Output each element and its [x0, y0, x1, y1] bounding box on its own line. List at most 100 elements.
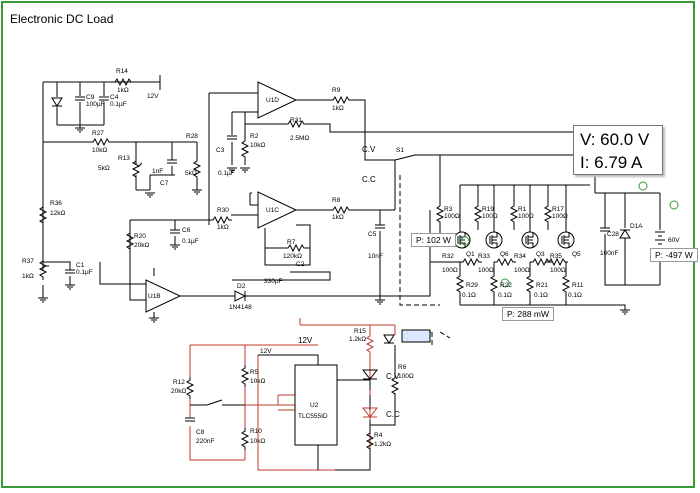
svg-text:R4: R4: [374, 432, 383, 439]
svg-text:R13: R13: [118, 155, 130, 162]
svg-text:C28: C28: [607, 231, 619, 238]
svg-text:R34: R34: [514, 253, 526, 260]
svg-text:C9: C9: [86, 94, 95, 101]
svg-text:R9: R9: [332, 87, 341, 94]
svg-text:1.2kΩ: 1.2kΩ: [349, 336, 366, 343]
svg-text:0.1Ω: 0.1Ω: [534, 292, 548, 299]
svg-text:C8: C8: [196, 429, 205, 436]
svg-text:0.1µF: 0.1µF: [76, 269, 93, 276]
svg-text:C4: C4: [110, 94, 119, 101]
svg-text:0.1Ω: 0.1Ω: [568, 292, 582, 299]
svg-text:R37: R37: [22, 258, 34, 265]
svg-text:C.V: C.V: [386, 372, 400, 381]
svg-text:Q3: Q3: [536, 251, 545, 258]
svg-text:10kΩ: 10kΩ: [92, 147, 107, 154]
svg-text:R6: R6: [398, 364, 407, 371]
svg-text:10kΩ: 10kΩ: [250, 142, 265, 149]
svg-text:330pF: 330pF: [264, 278, 282, 285]
svg-text:D2: D2: [237, 283, 246, 290]
svg-text:U2: U2: [310, 402, 319, 409]
svg-text:R15: R15: [354, 328, 366, 335]
svg-text:10kΩ: 10kΩ: [250, 378, 265, 385]
svg-text:R31: R31: [290, 117, 302, 124]
svg-text:5kΩ: 5kΩ: [98, 165, 110, 172]
svg-text:R22: R22: [500, 282, 512, 289]
power-probe-source[interactable]: P: -497 W: [650, 248, 698, 262]
svg-text:1kΩ: 1kΩ: [332, 105, 344, 112]
svg-text:0.1µF: 0.1µF: [110, 101, 127, 108]
svg-text:R27: R27: [92, 130, 104, 137]
svg-text:R1: R1: [518, 206, 527, 213]
svg-text:R32: R32: [442, 253, 454, 260]
svg-text:10kΩ: 10kΩ: [250, 438, 265, 445]
svg-text:12V: 12V: [147, 93, 159, 100]
reference-section: [37, 75, 203, 303]
svg-text:C.C: C.C: [386, 410, 400, 419]
svg-text:U1B: U1B: [148, 293, 161, 300]
svg-text:0.1µF: 0.1µF: [218, 170, 235, 177]
component-labels: R14 1kΩ 12V C9 100µF C4 0.1µF R27 10kΩ R…: [22, 68, 680, 448]
svg-text:R20: R20: [134, 233, 146, 240]
svg-text:R21: R21: [536, 282, 548, 289]
svg-text:20kΩ: 20kΩ: [134, 242, 149, 249]
svg-text:100Ω: 100Ω: [550, 267, 566, 274]
svg-text:Q5: Q5: [572, 251, 581, 258]
svg-text:1kΩ: 1kΩ: [22, 273, 34, 280]
svg-text:R3: R3: [444, 206, 453, 213]
diagram-title: Electronic DC Load: [10, 12, 114, 26]
svg-text:Q1: Q1: [466, 251, 475, 258]
svg-text:2.5MΩ: 2.5MΩ: [290, 135, 309, 142]
svg-text:R17: R17: [552, 206, 564, 213]
svg-text:R28: R28: [186, 133, 198, 140]
svg-text:R29: R29: [466, 282, 478, 289]
svg-text:U1D: U1D: [266, 97, 279, 104]
svg-text:C.V: C.V: [362, 145, 376, 154]
svg-text:1kΩ: 1kΩ: [217, 224, 229, 231]
svg-text:100nF: 100nF: [600, 250, 618, 257]
svg-text:C1: C1: [76, 262, 85, 269]
svg-text:100Ω: 100Ω: [442, 267, 458, 274]
svg-text:120kΩ: 120kΩ: [283, 253, 302, 260]
svg-text:R10: R10: [250, 428, 262, 435]
svg-text:60V: 60V: [668, 237, 680, 244]
svg-text:100Ω: 100Ω: [398, 373, 414, 380]
svg-text:100Ω: 100Ω: [482, 213, 498, 220]
svg-text:R19: R19: [482, 206, 494, 213]
diagram-border: [1, 1, 695, 488]
svg-text:R35: R35: [550, 253, 562, 260]
svg-text:100Ω: 100Ω: [518, 213, 534, 220]
svg-text:U1C: U1C: [266, 207, 279, 214]
svg-text:C7: C7: [160, 180, 169, 187]
power-probe-mosfet[interactable]: P: 102 W: [411, 233, 456, 247]
svg-text:C.C: C.C: [362, 175, 376, 184]
svg-text:1kΩ: 1kΩ: [117, 87, 129, 94]
svg-text:R8: R8: [332, 197, 341, 204]
svg-text:1nF: 1nF: [152, 168, 163, 175]
svg-text:100µF: 100µF: [86, 101, 105, 108]
svg-text:R2: R2: [250, 133, 259, 140]
svg-text:R30: R30: [217, 207, 229, 214]
svg-text:D1A: D1A: [630, 223, 643, 230]
svg-text:0.1Ω: 0.1Ω: [462, 292, 476, 299]
svg-text:Q6: Q6: [500, 251, 509, 258]
power-probe-shunt[interactable]: P: 288 mW: [502, 307, 555, 321]
svg-text:C6: C6: [182, 227, 191, 234]
svg-text:TLC555ID: TLC555ID: [298, 413, 328, 420]
svg-text:20kΩ: 20kΩ: [171, 388, 186, 395]
opamp-section: [99, 81, 596, 323]
voltage-readout: V: 60.0 V: [580, 130, 650, 149]
svg-text:5kΩ: 5kΩ: [185, 170, 197, 177]
svg-text:1.2kΩ: 1.2kΩ: [374, 441, 391, 448]
svg-text:R5: R5: [250, 369, 259, 376]
svg-text:12V: 12V: [260, 348, 272, 355]
svg-text:1N4148: 1N4148: [229, 304, 252, 311]
svg-text:R11: R11: [572, 282, 584, 289]
output-stage: [374, 154, 679, 315]
svg-text:R14: R14: [116, 68, 128, 75]
svg-text:C2: C2: [296, 261, 305, 268]
svg-text:0.1Ω: 0.1Ω: [498, 292, 512, 299]
current-readout: I: 6.79 A: [580, 153, 643, 172]
svg-text:R7: R7: [287, 239, 296, 246]
